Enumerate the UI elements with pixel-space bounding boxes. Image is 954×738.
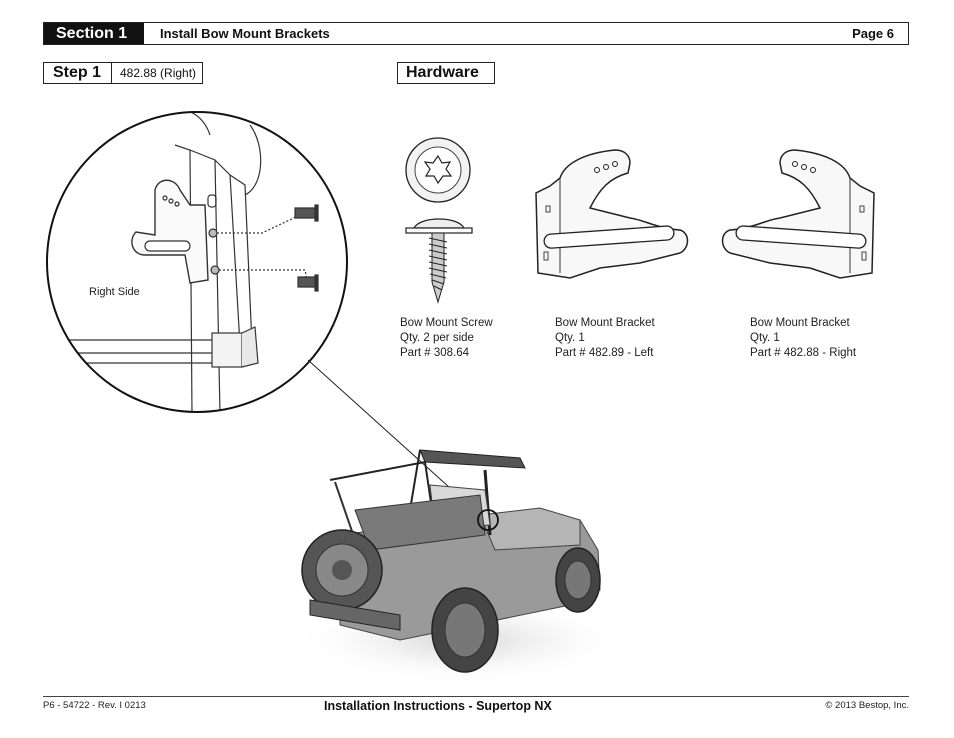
footer-doc-number: P6 - 54722 - Rev. I 0213 [43, 700, 146, 711]
screw-qty: Qty. 2 per side [400, 332, 474, 344]
right-bracket-part: Part # 482.88 - Right [750, 347, 857, 359]
footer-title: Installation Instructions - Supertop NX [324, 699, 552, 713]
right-bracket-illustration [721, 149, 875, 279]
screw-caption: Bow Mount Screw Qty. 2 per side Part # 3… [400, 316, 493, 361]
left-bracket-qty: Qty. 1 [555, 332, 585, 344]
screw-illustration [405, 137, 473, 304]
page-header: Section 1 Install Bow Mount Brackets Pag… [43, 22, 909, 45]
footer-copyright: © 2013 Bestop, Inc. [825, 700, 909, 711]
section-title: Install Bow Mount Brackets [160, 26, 330, 41]
right-side-label: Right Side [89, 286, 140, 298]
hardware-heading: Hardware [397, 62, 495, 84]
step-box: Step 1 482.88 (Right) [43, 62, 204, 84]
right-bracket-name: Bow Mount Bracket [750, 317, 850, 329]
left-bracket-name: Bow Mount Bracket [555, 317, 655, 329]
step-part-value: 482.88 (Right) [120, 66, 197, 80]
left-bracket-illustration [535, 149, 689, 279]
left-bracket-part: Part # 482.89 - Left [555, 347, 654, 359]
jeep-illustration [290, 449, 620, 685]
right-bracket-qty: Qty. 1 [750, 332, 780, 344]
left-bracket-caption: Bow Mount Bracket Qty. 1 Part # 482.89 -… [555, 316, 655, 361]
section-label: Section 1 [44, 23, 144, 44]
screw-part: Part # 308.64 [400, 347, 470, 359]
footer-divider [43, 696, 909, 697]
right-bracket-caption: Bow Mount Bracket Qty. 1 Part # 482.88 -… [750, 316, 856, 361]
screw-name: Bow Mount Screw [400, 317, 493, 329]
page-number: Page 6 [852, 26, 894, 41]
detail-circle-illustration [46, 111, 348, 413]
step-label: Step 1 [44, 63, 112, 83]
